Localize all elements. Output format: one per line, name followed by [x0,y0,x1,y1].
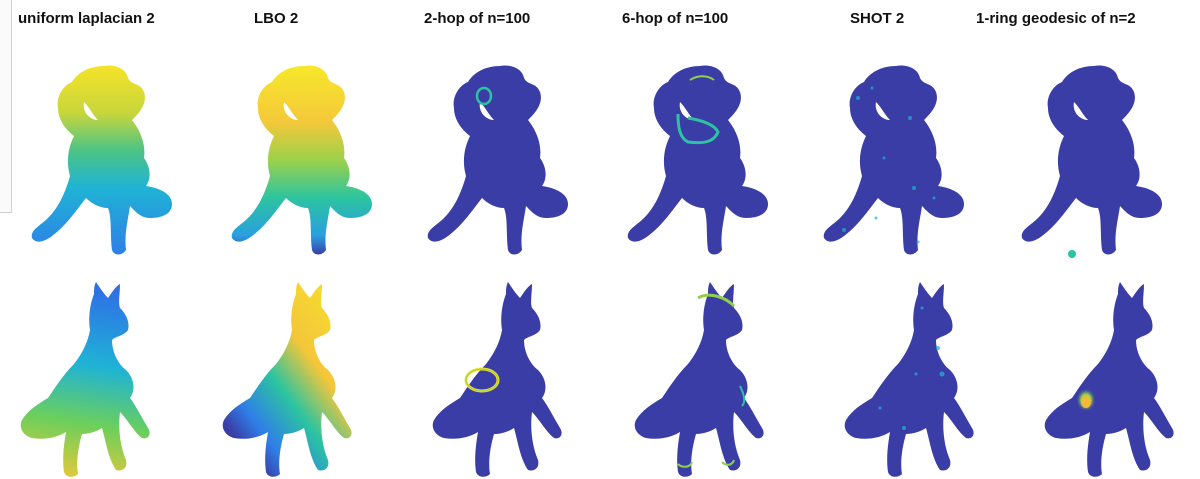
wolf-shot-plot [832,278,992,478]
wolf-6-hop-plot [622,278,782,478]
human-uniform-laplacian-plot [22,58,182,258]
column-title-1-ring-geodesic: 1-ring geodesic of n=2 [976,10,1136,27]
column-title-6-hop: 6-hop of n=100 [622,10,729,27]
human-lbo-plot [222,58,382,258]
column-title-shot: SHOT 2 [850,10,905,27]
wolf-uniform-laplacian-plot [8,278,168,478]
wolf-lbo-plot [210,278,370,478]
wolf-2-hop-plot [420,278,580,478]
left-panel-border [0,0,12,213]
human-6-hop-plot [618,58,778,258]
human-1-ring-geodesic-plot [1012,58,1172,258]
wolf-1-ring-geodesic-plot [1032,278,1192,478]
column-title-2-hop: 2-hop of n=100 [424,10,531,27]
human-2-hop-plot [418,58,578,258]
human-shot-plot [814,58,974,258]
column-title-uniform-laplacian: uniform laplacian 2 [18,10,155,27]
column-title-lbo: LBO 2 [254,10,299,27]
